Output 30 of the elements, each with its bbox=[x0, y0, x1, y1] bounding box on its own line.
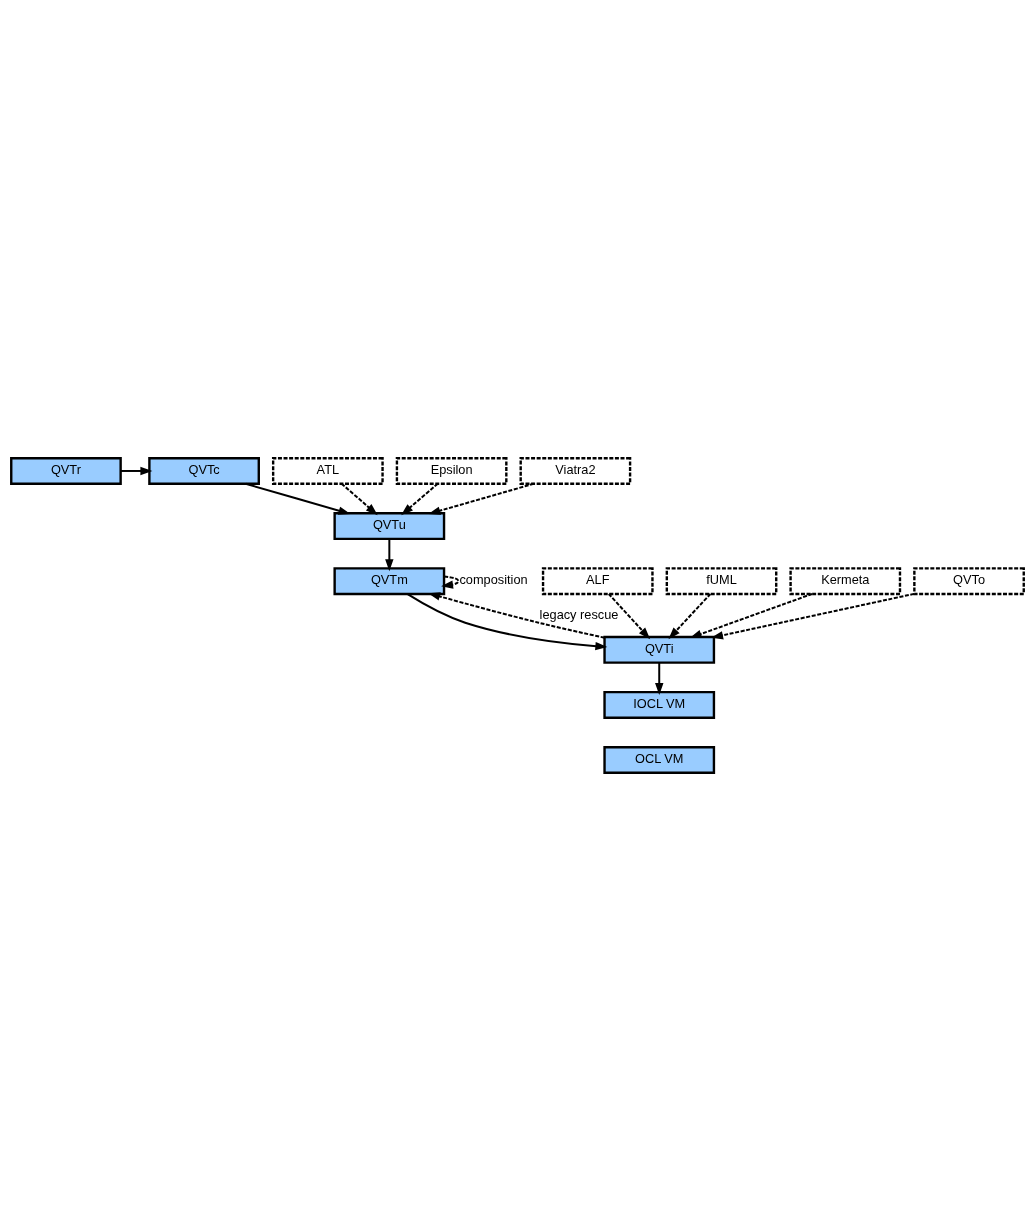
arrow bbox=[406, 592, 608, 650]
arrow bbox=[401, 482, 439, 515]
arrow bbox=[689, 592, 813, 638]
node-box: QVTo bbox=[913, 566, 1025, 595]
node-box: ALF bbox=[541, 566, 654, 595]
node-box: QVTu bbox=[333, 511, 446, 540]
arrow bbox=[668, 592, 712, 639]
edge-label: legacy rescue bbox=[539, 606, 619, 622]
node-box: QVTi bbox=[603, 635, 716, 664]
node-box: Viatra2 bbox=[519, 456, 632, 485]
node-box: QVTm bbox=[333, 566, 446, 595]
node-box: ATL bbox=[271, 456, 384, 485]
arrow bbox=[119, 466, 153, 475]
node-box: IOCL VM bbox=[603, 690, 716, 719]
arrow bbox=[385, 537, 394, 571]
node-box: Epsilon bbox=[395, 456, 508, 485]
node-box: OCL VM bbox=[603, 745, 716, 774]
node-box: QVTc bbox=[148, 456, 260, 485]
node-box: Kermeta bbox=[789, 566, 902, 595]
arrow bbox=[441, 575, 460, 589]
arrow bbox=[711, 592, 915, 639]
arrow bbox=[428, 591, 606, 639]
edge-label: composition bbox=[459, 571, 528, 587]
arrow bbox=[244, 482, 351, 515]
node-box: fUML bbox=[665, 566, 778, 595]
arrow bbox=[340, 482, 378, 515]
arrow bbox=[655, 661, 664, 695]
node-box: QVTr bbox=[10, 456, 122, 485]
arrow bbox=[607, 592, 651, 639]
arrow bbox=[428, 482, 535, 515]
